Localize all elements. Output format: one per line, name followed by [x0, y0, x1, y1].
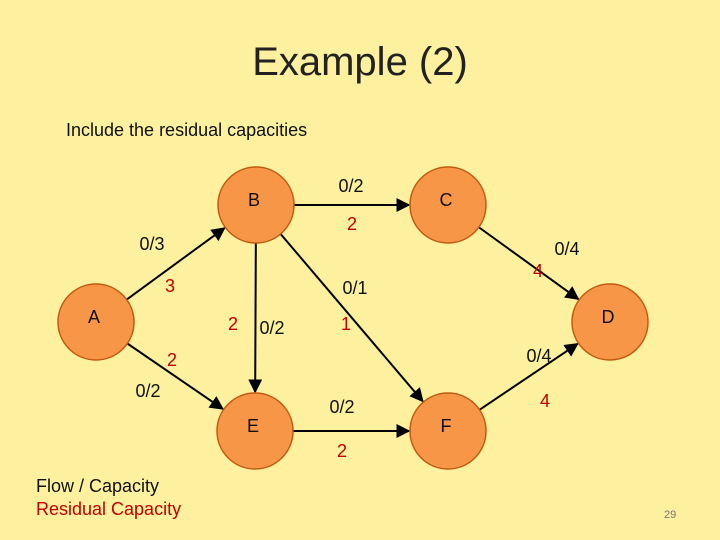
- node-d-label: D: [602, 307, 615, 327]
- legend: Flow / Capacity Residual Capacity: [36, 475, 181, 521]
- node-e-circle: [216, 392, 294, 470]
- node-d-circle: [571, 283, 649, 361]
- slide-title: Example (2): [252, 40, 468, 84]
- edge-b-e-flow-label: 0/2: [259, 318, 284, 338]
- node-a: A: [57, 283, 135, 361]
- edge-b-e: [248, 242, 263, 394]
- edge-a-b-residual-label: 3: [165, 276, 175, 296]
- edge-f-d-flow-label: 0/4: [526, 346, 551, 366]
- edge-c-d: [478, 226, 580, 300]
- node-f-circle: [409, 392, 487, 470]
- edge-c-d-flow-label: 0/4: [554, 239, 579, 259]
- node-b-label: B: [248, 190, 260, 210]
- edge-a-e-residual-label: 2: [167, 350, 177, 370]
- edge-b-c-residual-label: 2: [347, 214, 357, 234]
- edge-f-d: [478, 342, 579, 411]
- node-b: B: [217, 166, 295, 244]
- edge-a-e-flow-label: 0/2: [135, 381, 160, 401]
- edge-a-b: [126, 227, 226, 301]
- edge-b-f: [279, 233, 424, 403]
- node-b-circle: [217, 166, 295, 244]
- page-number: 29: [664, 509, 677, 521]
- node-c-label: C: [440, 190, 453, 210]
- edge-a-e: [126, 342, 224, 410]
- edge-b-f-residual-label: 1: [341, 314, 351, 334]
- legend-flow-capacity: Flow / Capacity: [36, 476, 160, 496]
- edge-c-d-residual-label: 4: [533, 261, 543, 281]
- node-c: C: [409, 166, 487, 244]
- node-e: E: [216, 392, 294, 470]
- edge-e-f-flow-label: 0/2: [329, 397, 354, 417]
- edge-e-f-residual-label: 2: [337, 441, 347, 461]
- node-c-circle: [409, 166, 487, 244]
- node-f: F: [409, 392, 487, 470]
- node-d: D: [571, 283, 649, 361]
- edge-a-b-flow-label: 0/3: [139, 234, 164, 254]
- edge-b-f-flow-label: 0/1: [342, 278, 367, 298]
- legend-residual-capacity: Residual Capacity: [36, 499, 182, 519]
- edge-b-e-residual-label: 2: [228, 314, 238, 334]
- node-f-label: F: [441, 416, 452, 436]
- node-a-circle: [57, 283, 135, 361]
- edge-f-d-residual-label: 4: [540, 391, 550, 411]
- slide-subtitle: Include the residual capacities: [66, 120, 308, 140]
- node-a-label: A: [88, 307, 100, 327]
- edge-b-c-flow-label: 0/2: [338, 176, 363, 196]
- node-e-label: E: [247, 416, 259, 436]
